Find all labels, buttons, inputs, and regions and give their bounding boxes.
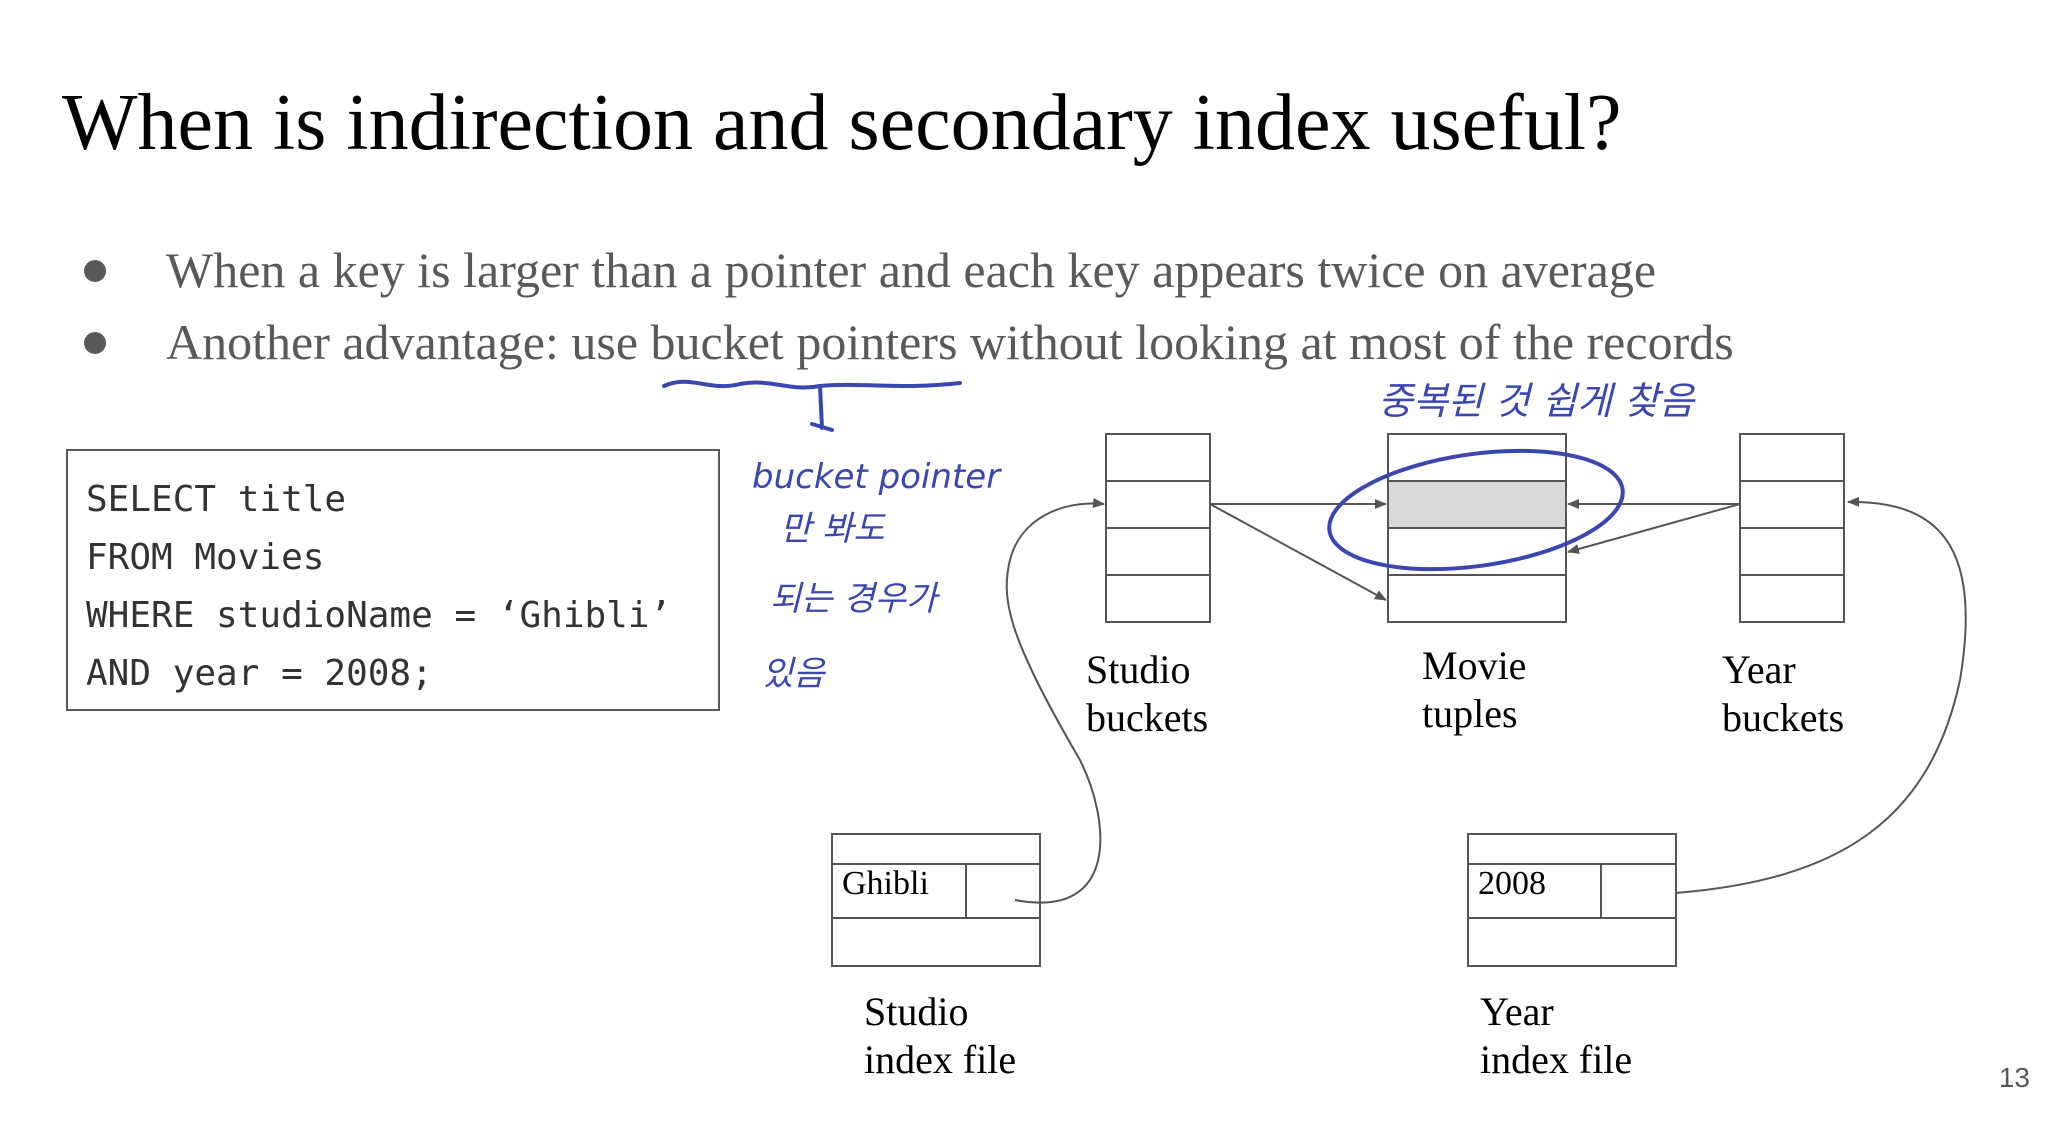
bullet-text: Another advantage: use bucket pointers w… [166, 314, 1734, 370]
year-buckets [1739, 433, 1845, 623]
sql-line: AND year = 2008; [86, 653, 433, 694]
year-index-pointer-arrow [1674, 496, 1967, 894]
studio-index-key: Ghibli [842, 865, 929, 902]
studio-index-file [831, 833, 1041, 967]
bullet-list: When a key is larger than a pointer and … [84, 234, 1734, 378]
handwritten-arrow-mark [810, 384, 834, 432]
year-index-file [1467, 833, 1677, 967]
studio-buckets-label: Studio buckets [1086, 647, 1208, 740]
bullet-item: When a key is larger than a pointer and … [84, 234, 1734, 306]
handwritten-underline [662, 379, 962, 390]
page-number: 13 [1998, 1062, 2030, 1093]
sql-line: FROM Movies [86, 537, 325, 578]
year-buckets-label: Year buckets [1722, 647, 1844, 740]
handwritten-note-duplicate: 중복된 것 쉽게 찾음 [1378, 379, 1696, 423]
matching-tuple-highlight [1387, 480, 1567, 529]
bullet-item: Another advantage: use bucket pointers w… [84, 306, 1734, 378]
studio-index-label: Studio index file [864, 989, 1016, 1082]
sql-line: SELECT title [86, 479, 347, 520]
bullet-dot-icon [84, 260, 106, 282]
year-index-key: 2008 [1478, 865, 1546, 902]
bucket-pointer-arrows [1209, 499, 1741, 601]
studio-buckets [1105, 433, 1211, 623]
year-index-label: Year index file [1480, 989, 1632, 1082]
handwritten-circle [1327, 448, 1625, 572]
studio-index-pointer-arrow [1005, 498, 1105, 904]
bullet-text: When a key is larger than a pointer and … [166, 242, 1657, 298]
sql-line: WHERE studioName = ‘Ghibli’ [86, 595, 672, 636]
bullet-dot-icon [84, 332, 106, 354]
handwritten-note-bucket: bucket pointer 만 봐도 되는 경우가 있음 [752, 457, 1011, 694]
sql-query-box: SELECT title FROM Movies WHERE studioNam… [66, 449, 720, 711]
movie-tuples [1387, 433, 1567, 623]
movie-tuples-label: Movie tuples [1422, 643, 1536, 736]
slide-title: When is indirection and secondary index … [62, 79, 1622, 167]
